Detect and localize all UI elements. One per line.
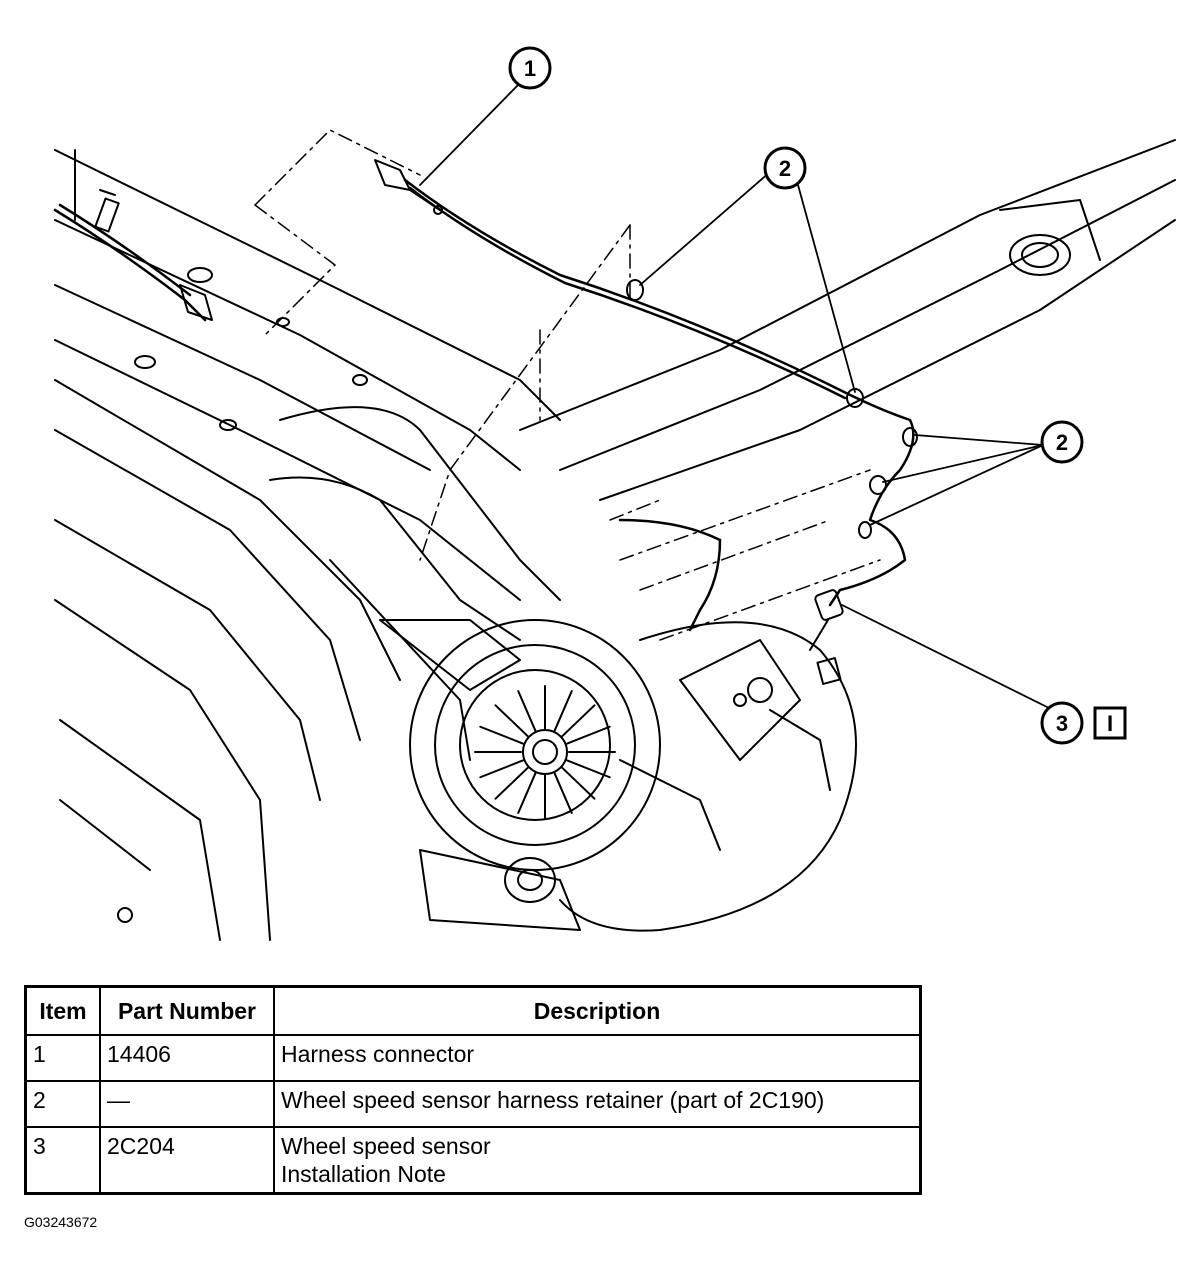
description-line: Harness connector	[281, 1041, 475, 1067]
svg-text:1: 1	[524, 56, 536, 81]
part-number-cell: 2C204	[99, 1126, 275, 1195]
hub-spoke	[517, 690, 537, 733]
hub-spoke	[494, 704, 530, 738]
callout-3: 3	[1040, 701, 1084, 745]
item-cell: 3	[24, 1126, 101, 1195]
table-row: 2 — Wheel speed sensor harness retainer …	[24, 1080, 922, 1128]
brake-assembly	[409, 619, 857, 932]
hub-spoke	[560, 704, 596, 738]
description-cell: Wheel speed sensor harness retainer (par…	[273, 1080, 922, 1128]
figure-id: G03243672	[24, 1214, 98, 1230]
table-row: 3 2C204 Wheel speed sensor Installation …	[24, 1126, 922, 1195]
hub-spoke	[560, 766, 596, 800]
description-cell: Wheel speed sensor Installation Note	[273, 1126, 922, 1195]
hub-spoke	[566, 725, 611, 745]
svg-text:I: I	[1107, 711, 1113, 736]
frame-rail-lower	[54, 379, 401, 941]
hub-spoke	[566, 759, 611, 779]
callout-1: 1	[508, 46, 552, 90]
item-cell: 2	[24, 1080, 101, 1128]
description-cell: Harness connector	[273, 1034, 922, 1082]
frame-rail-upper	[54, 149, 561, 601]
hub-spoke	[479, 759, 524, 779]
hub-spoke	[479, 725, 524, 745]
installation-note-icon: I	[1093, 706, 1127, 740]
item-cell: 1	[24, 1034, 101, 1082]
phantom-lines	[254, 129, 881, 641]
hub-spoke	[517, 771, 537, 814]
part-number-cell: —	[99, 1080, 275, 1128]
table-row: 1 14406 Harness connector	[24, 1034, 922, 1082]
leader-lines	[419, 83, 1054, 711]
hub-spoke	[494, 766, 530, 800]
parts-table: Item Part Number Description 1 14406 Har…	[24, 985, 922, 1195]
table-header-row: Item Part Number Description	[24, 985, 922, 1036]
hub-spoke	[553, 771, 573, 814]
header-description: Description	[273, 985, 922, 1036]
callout-2-right: 2	[1040, 420, 1084, 464]
description-line: Wheel speed sensor harness retainer (par…	[281, 1087, 825, 1113]
harness-retainers	[626, 279, 918, 539]
callout-2-upper: 2	[763, 146, 807, 190]
description-line: Wheel speed sensor	[281, 1133, 491, 1159]
installation-note-link[interactable]: Installation Note	[281, 1161, 446, 1187]
wheel-speed-sensor	[809, 589, 844, 651]
crossmember-right	[519, 139, 1176, 501]
sensor-harness	[53, 178, 915, 632]
svg-text:3: 3	[1056, 711, 1068, 736]
trailing-arm	[269, 406, 561, 761]
rear-axle-illustration: 1 2 2 3 I	[53, 46, 1176, 941]
header-item: Item	[24, 985, 101, 1036]
header-part-number: Part Number	[99, 985, 275, 1036]
harness-connector	[179, 159, 443, 321]
svg-text:2: 2	[1056, 430, 1068, 455]
hub-spoke	[553, 690, 573, 733]
part-number-cell: 14406	[99, 1034, 275, 1082]
svg-text:2: 2	[779, 156, 791, 181]
